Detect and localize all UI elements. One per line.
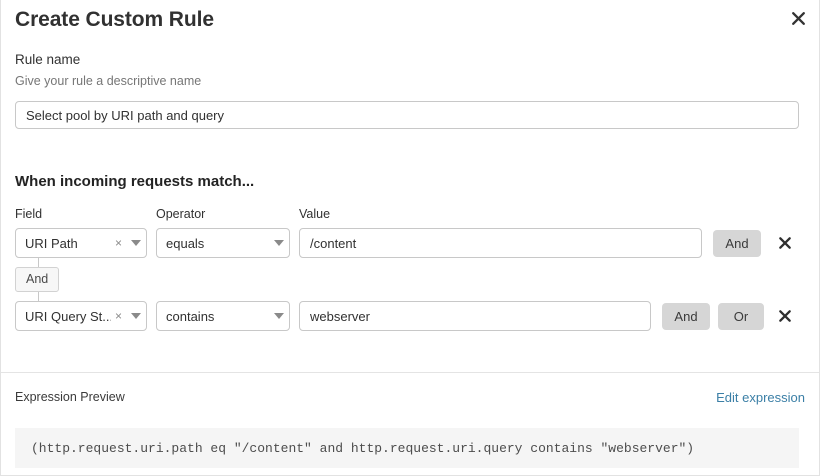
chevron-down-icon[interactable] [126,240,146,246]
operator-select-value-row-2: contains [166,308,215,324]
close-button[interactable] [785,5,811,31]
remove-condition-button-row-2[interactable] [774,306,796,328]
rule-name-input[interactable] [15,101,799,129]
and-button-row-1[interactable]: And [713,230,761,257]
column-header-operator: Operator [156,207,206,221]
and-button-row-2[interactable]: And [662,303,710,330]
field-select-row-1[interactable]: URI Path × [15,228,147,258]
clear-icon[interactable]: × [114,236,122,250]
edit-expression-link[interactable]: Edit expression [716,390,805,405]
remove-condition-button-row-1[interactable] [774,233,796,255]
close-icon [791,11,806,26]
field-select-value-row-1: URI Path [25,235,78,251]
section-divider [1,372,819,373]
value-input-row-1[interactable] [299,228,702,258]
field-select-row-2[interactable]: URI Query St... × [15,301,147,331]
operator-select-value-row-1: equals [166,235,205,251]
expression-preview-box: (http.request.uri.path eq "/content" and… [15,428,799,468]
group-connector-and[interactable]: And [15,267,60,292]
clear-icon[interactable]: × [114,309,122,323]
operator-select-row-2[interactable]: contains [156,301,290,331]
or-button-row-2[interactable]: Or [718,303,764,330]
field-select-value-row-2: URI Query St... [25,308,111,324]
chevron-down-icon[interactable] [269,240,289,246]
conditions-heading: When incoming requests match... [15,173,255,190]
expression-preview-label: Expression Preview [15,390,125,404]
operator-select-row-1[interactable]: equals [156,228,290,258]
remove-icon [778,309,792,326]
column-header-field: Field [15,207,43,221]
connector-line-bottom [38,292,39,302]
column-header-value: Value [299,207,331,221]
rule-name-label: Rule name [15,52,81,67]
remove-icon [778,236,792,253]
connector-line-top [38,258,39,268]
expression-preview-code: (http.request.uri.path eq "/content" and… [31,440,695,456]
rule-name-hint: Give your rule a descriptive name [15,74,202,88]
value-input-row-2[interactable] [299,301,651,331]
chevron-down-icon[interactable] [269,313,289,319]
chevron-down-icon[interactable] [126,313,146,319]
page-title: Create Custom Rule [15,8,214,31]
